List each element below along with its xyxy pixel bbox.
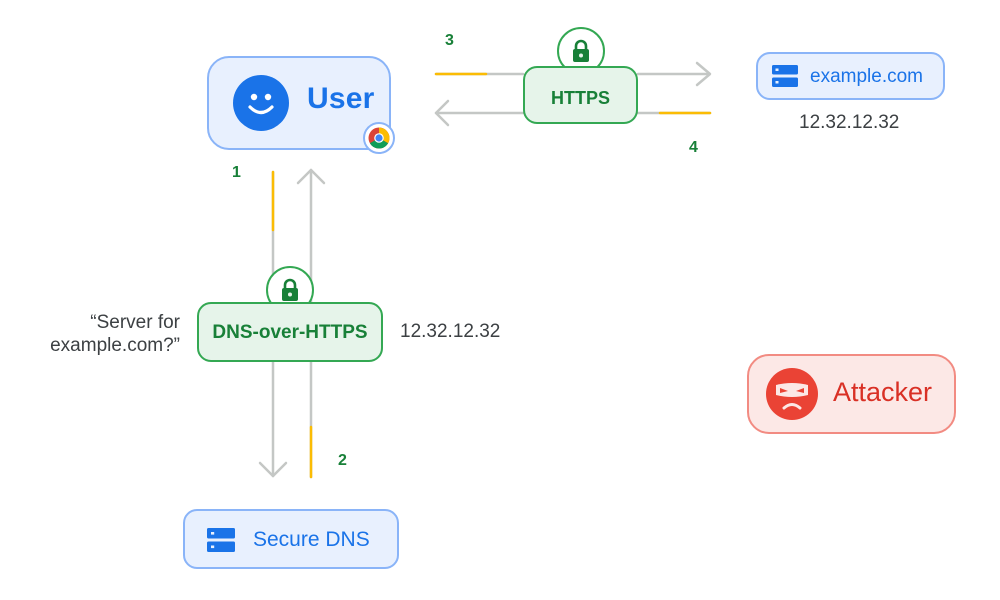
attacker-node: Attacker (747, 354, 956, 434)
dns-query-arrowhead (258, 461, 288, 478)
doh-resolved-ip: 12.32.12.32 (400, 321, 501, 342)
server-label: example.com (810, 66, 923, 87)
server-ip-address: 12.32.12.32 (799, 112, 900, 133)
secure-dns-node: Secure DNS (183, 509, 399, 569)
dns-query-text: “Server for example.com?” (40, 311, 180, 357)
server-node: example.com (756, 52, 945, 100)
https-label: HTTPS (550, 88, 610, 108)
user-node: User (207, 56, 395, 154)
https-node: HTTPS (523, 66, 638, 124)
secure-dns-label: Secure DNS (253, 528, 370, 551)
doh-label: DNS-over-HTTPS (212, 322, 368, 343)
https-response-arrowhead (434, 99, 450, 127)
https-request-arrowhead (695, 61, 712, 87)
chrome-icon (363, 122, 395, 154)
step-1-label: 1 (232, 164, 241, 181)
smiley-face-icon (233, 75, 289, 131)
attacker-label: Attacker (833, 377, 933, 407)
step-2-label: 2 (338, 452, 347, 469)
step-3-label: 3 (445, 32, 454, 49)
step-4-label: 4 (689, 139, 698, 156)
doh-node: DNS-over-HTTPS (197, 302, 383, 362)
user-label: User (307, 82, 375, 115)
server-icon (772, 65, 798, 87)
dns-response-arrowhead (296, 168, 326, 185)
server-icon (207, 528, 235, 552)
dns-query-line-1: “Server for (90, 312, 180, 333)
dns-query-line-2: example.com?” (50, 335, 180, 356)
masked-face-icon (766, 368, 818, 420)
